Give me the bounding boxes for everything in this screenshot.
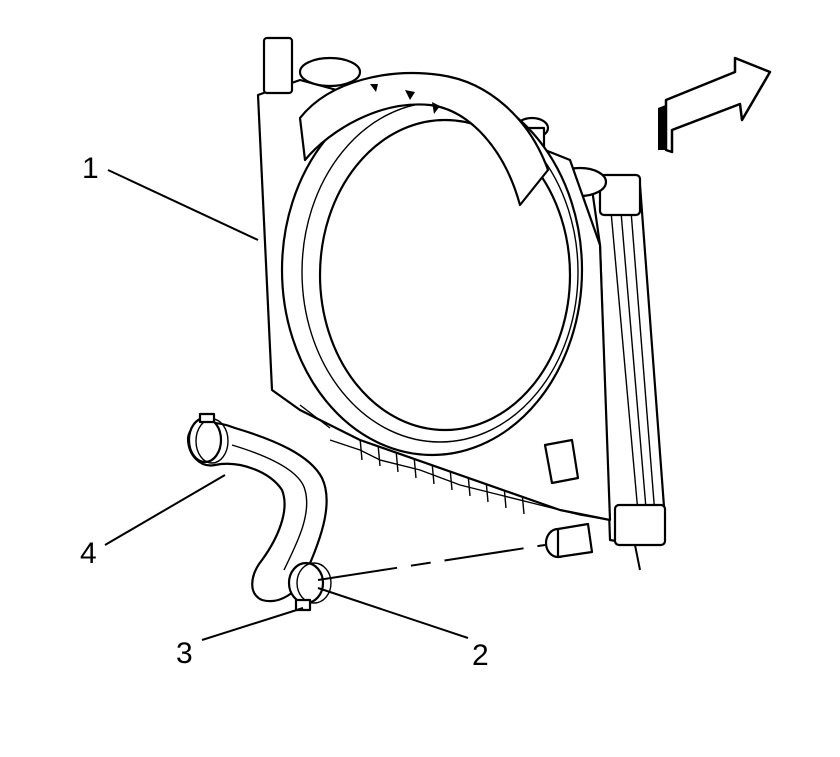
install-centerline xyxy=(317,544,546,581)
leader-line-3 xyxy=(201,607,304,641)
radiator-outlet-hose-icon xyxy=(186,421,328,603)
hose-clamp-icon xyxy=(187,412,332,612)
callout-4: 4 xyxy=(80,537,97,570)
front-direction-arrow-icon xyxy=(658,56,772,154)
callout-1: 1 xyxy=(82,152,99,185)
leader-line-2 xyxy=(317,587,469,639)
callout-3: 3 xyxy=(176,637,193,670)
fan-shroud-icon xyxy=(256,36,612,522)
leader-line-4 xyxy=(104,474,226,546)
leader-line-1 xyxy=(107,169,259,241)
callout-2: 2 xyxy=(472,639,489,672)
